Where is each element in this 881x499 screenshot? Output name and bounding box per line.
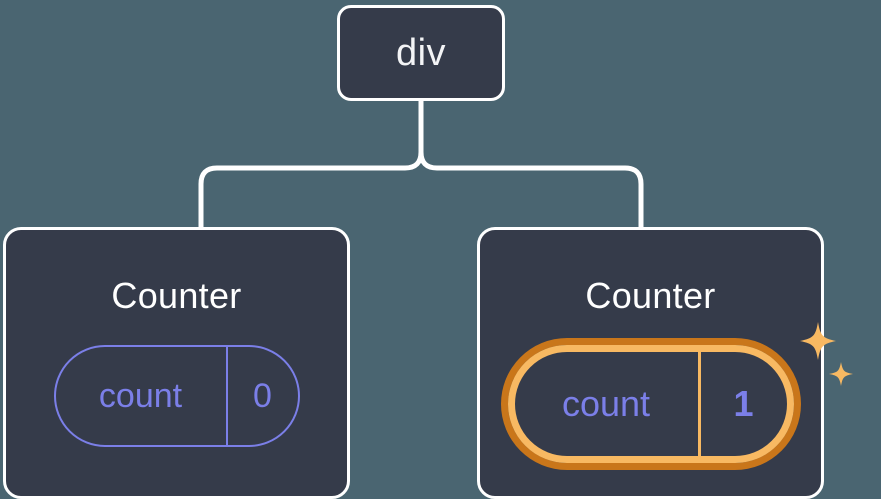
state-key-right: count bbox=[515, 352, 701, 456]
node-counter-left[interactable]: Counter count 0 bbox=[3, 227, 350, 499]
state-value-left: 0 bbox=[253, 377, 272, 415]
root-node-label: div bbox=[395, 32, 447, 74]
connector-root-to-left bbox=[198, 98, 424, 230]
connector-root-to-right bbox=[418, 98, 644, 230]
node-counter-right[interactable]: Counter count 1 bbox=[477, 227, 853, 499]
node-root-div[interactable]: div bbox=[337, 5, 505, 101]
state-value-right: 1 bbox=[733, 383, 754, 424]
state-key-left: count bbox=[56, 347, 228, 445]
counter-title-right: Counter bbox=[585, 275, 716, 316]
state-pill-left[interactable]: count 0 bbox=[53, 345, 300, 447]
state-pill-wrap-left: count 0 bbox=[6, 345, 347, 447]
state-pill-right-highlighted[interactable]: count 1 bbox=[507, 345, 794, 463]
counter-title-left: Counter bbox=[111, 275, 242, 316]
state-pill-wrap-right: count 1 bbox=[480, 345, 821, 463]
sparkle-small-icon bbox=[829, 362, 853, 386]
